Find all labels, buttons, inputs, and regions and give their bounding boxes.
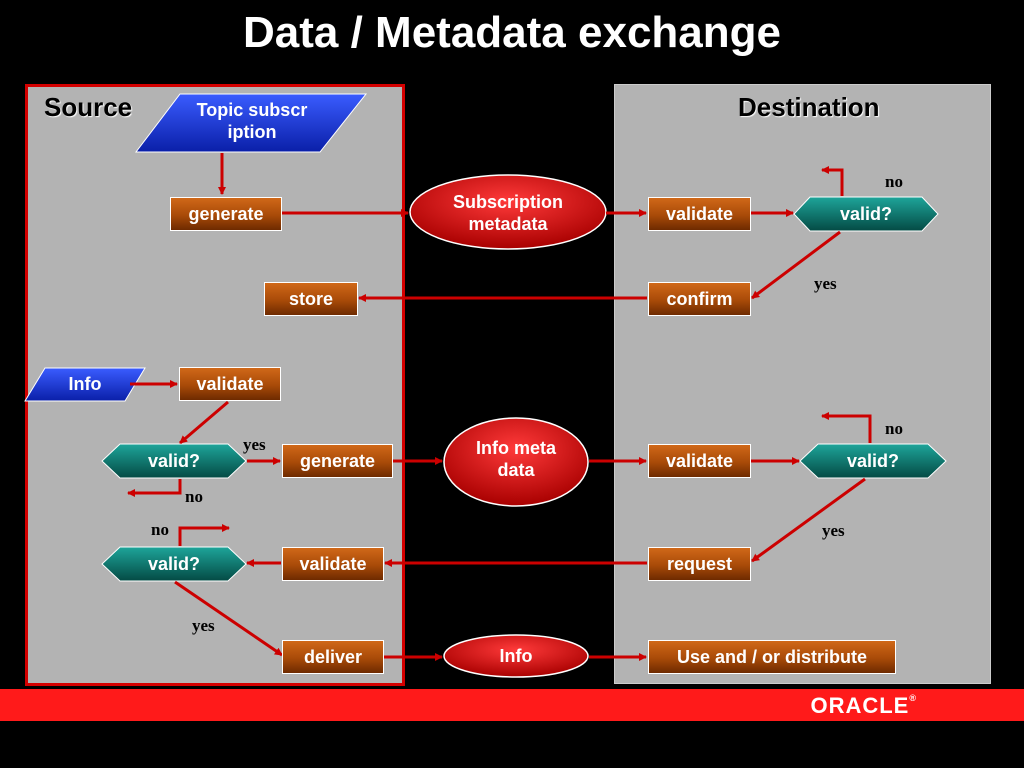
dest-yes-label-2: yes xyxy=(822,521,845,540)
dest-decision-2-label: valid? xyxy=(846,451,899,471)
dest-confirm-box: confirm xyxy=(648,282,751,316)
source-store-box: store xyxy=(264,282,358,316)
subscription-metadata-label: Subscription metadata xyxy=(452,192,563,234)
topic-subscription-label: Topic subscription xyxy=(196,100,308,142)
source-validate-box-2: validate xyxy=(282,547,384,581)
source-label: Source xyxy=(44,92,133,122)
oracle-registered-mark: ® xyxy=(909,693,916,703)
info-metadata-oval xyxy=(443,417,589,507)
source-decision-1-label: valid? xyxy=(147,451,200,471)
dest-yes-label-1: yes xyxy=(814,274,837,293)
info-oval xyxy=(443,634,589,678)
arrow-validate-valid-src xyxy=(179,400,229,445)
dest-decision-1-shape xyxy=(793,196,939,232)
source-generate-box-2: generate xyxy=(282,444,393,478)
source-decision-2-shape xyxy=(101,546,247,582)
oracle-logo-text: ORACLE xyxy=(810,693,910,718)
oracle-logo: ORACLE® xyxy=(810,693,916,719)
arrow-valid-confirm xyxy=(751,230,841,300)
dest-no-label-2: no xyxy=(885,419,903,438)
info-oval-label: Info xyxy=(499,646,533,666)
topic-subscription-shape xyxy=(134,93,368,153)
source-yes-label-1: yes xyxy=(243,435,266,454)
arrow-dest-no-2 xyxy=(821,412,872,443)
source-validate-box-1: validate xyxy=(179,367,281,401)
dest-request-box: request xyxy=(648,547,751,581)
arrow-src-no-2 xyxy=(178,524,230,546)
source-no-label-1: no xyxy=(185,487,203,506)
info-input-shape xyxy=(24,367,146,402)
destination-panel xyxy=(614,84,991,684)
source-generate-box: generate xyxy=(170,197,282,231)
dest-decision-2-shape xyxy=(799,443,947,479)
source-decision-2-label: valid? xyxy=(147,554,200,574)
source-no-label-2: no xyxy=(151,520,169,539)
footer-bar xyxy=(0,689,1024,721)
destination-label: Destination xyxy=(738,92,880,122)
arrow-valid-request xyxy=(751,477,866,563)
dest-validate-box-1: validate xyxy=(648,197,751,231)
arrow-valid-deliver xyxy=(174,580,283,657)
info-metadata-label: Info metadata xyxy=(475,438,556,480)
info-input-label: Info xyxy=(68,374,102,394)
arrow-dest-no-1 xyxy=(821,166,844,196)
arrow-src-no-1 xyxy=(127,479,182,497)
source-yes-label-2: yes xyxy=(192,616,215,635)
source-decision-1-shape xyxy=(101,443,247,479)
dest-decision-1-label: valid? xyxy=(839,204,892,224)
slide-title: Data / Metadata exchange xyxy=(243,8,781,57)
dest-validate-box-2: validate xyxy=(648,444,751,478)
dest-no-label-1: no xyxy=(885,172,903,191)
dest-use-distribute-box: Use and / or distribute xyxy=(648,640,896,674)
source-deliver-box: deliver xyxy=(282,640,384,674)
